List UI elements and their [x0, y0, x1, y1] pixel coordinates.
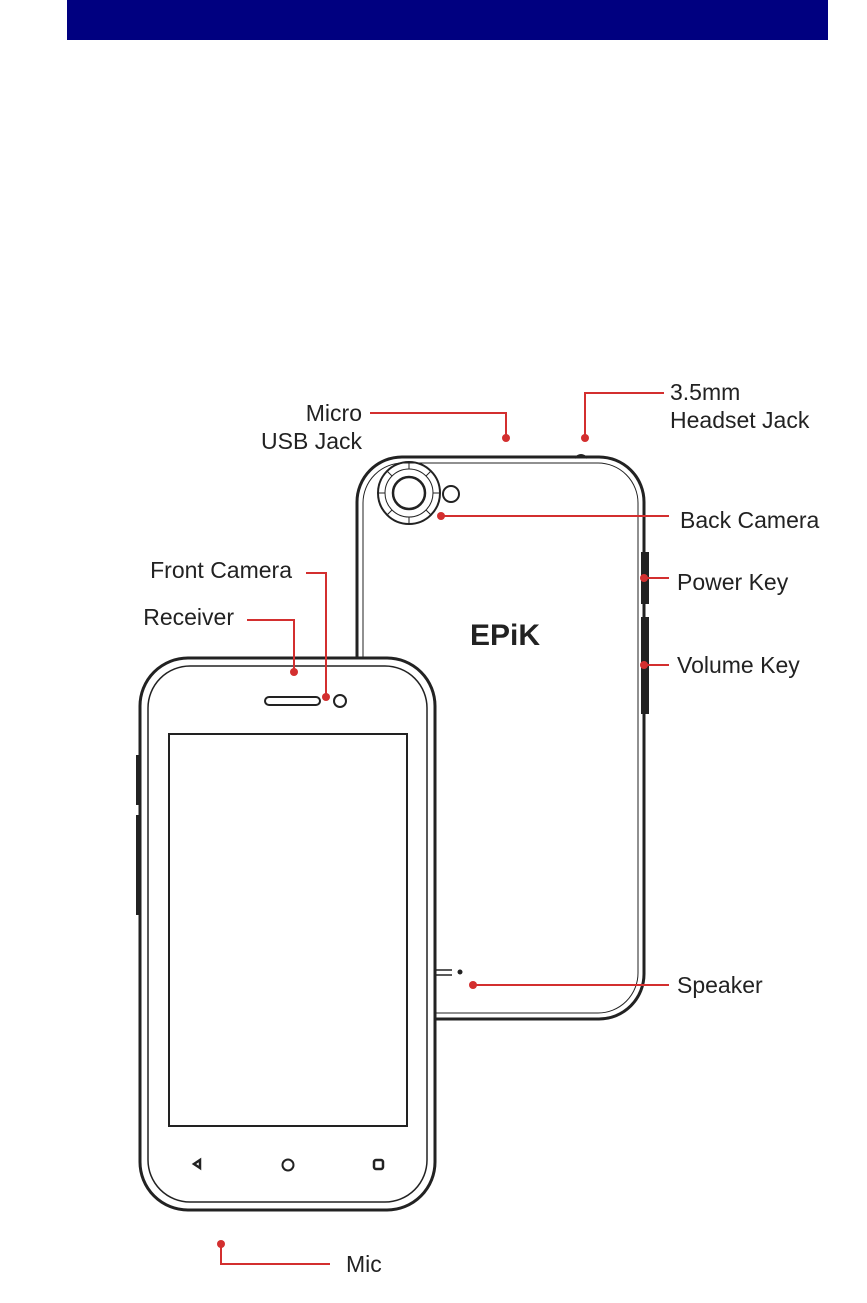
label-micro-usb-line2: USB Jack — [261, 428, 362, 454]
label-mic: Mic — [346, 1251, 382, 1277]
label-power-key: Power Key — [677, 569, 789, 595]
label-speaker: Speaker — [677, 972, 763, 998]
label-headset-line2: Headset Jack — [670, 407, 810, 433]
label-volume-key: Volume Key — [677, 652, 800, 678]
label-front-camera: Front Camera — [150, 557, 292, 583]
front-phone — [136, 658, 435, 1210]
label-back-camera: Back Camera — [680, 507, 820, 533]
label-micro-usb-line1: Micro — [306, 400, 362, 426]
label-headset-line1: 3.5mm — [670, 379, 740, 405]
back-camera — [378, 462, 459, 524]
brand-logo: EPiK — [470, 619, 540, 652]
label-receiver: Receiver — [143, 604, 234, 630]
